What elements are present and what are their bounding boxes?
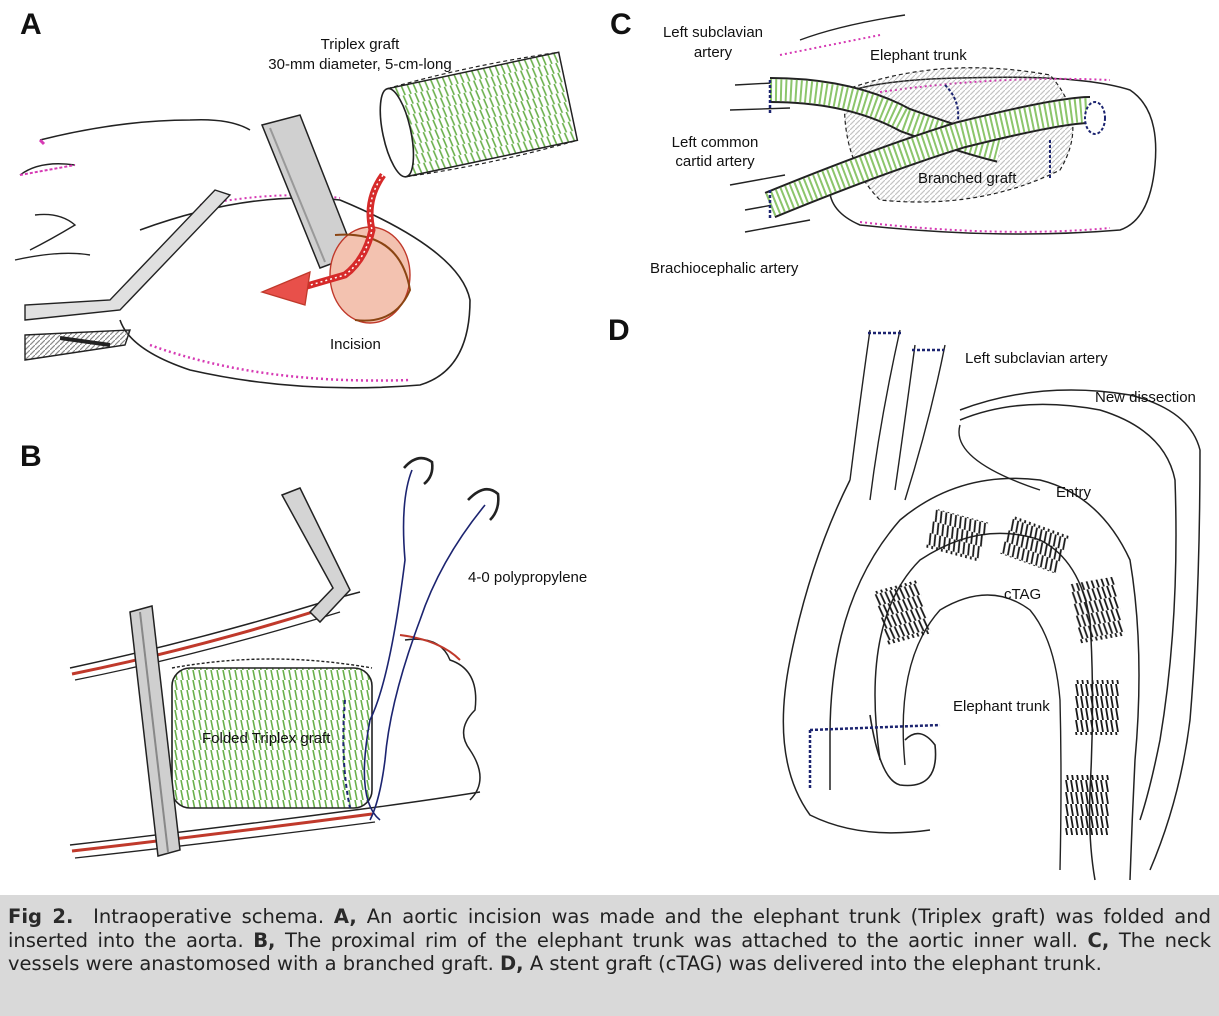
panel-a-letter: A (8, 2, 118, 70)
panel-b-drawing (70, 458, 498, 858)
figure-drawing (0, 0, 1219, 895)
caption-fig-label: Fig 2. (8, 905, 73, 928)
caption-b-text: The proximal rim of the elephant trunk w… (285, 929, 1078, 952)
panel-c-branched-graft-label: Branched graft (918, 170, 1016, 188)
panel-c-lcca-line1: Left common (660, 134, 770, 152)
figure-caption: Fig 2. Intraoperative schema. A, An aort… (0, 895, 1219, 1016)
panel-c-elephant-trunk-label: Elephant trunk (870, 47, 967, 65)
panel-c-letter: C (596, 2, 652, 68)
caption-c-letter: C, (1088, 929, 1110, 952)
panel-d-drawing (783, 330, 1200, 880)
panel-d-ctag-label: cTAG (1004, 586, 1041, 604)
panel-d-elephant-trunk-label: Elephant trunk (953, 698, 1050, 716)
panel-a-graft-label-line2: 30-mm diameter, 5-cm-long (245, 56, 475, 74)
caption-intro: Intraoperative schema. (93, 905, 324, 928)
caption-text: Fig 2. Intraoperative schema. A, An aort… (8, 905, 1211, 976)
panel-b-graft-label: Folded Triplex graft (202, 730, 330, 748)
panel-c-lsa-line2: artery (650, 44, 776, 62)
caption-b-letter: B, (253, 929, 275, 952)
panel-c-lcca-line2: cartid artery (660, 153, 770, 171)
panel-a-drawing (15, 49, 578, 388)
caption-d-text: A stent graft (cTAG) was delivered into … (530, 952, 1102, 975)
panel-b-suture-label: 4-0 polypropylene (468, 569, 587, 587)
caption-a-letter: A, (334, 905, 357, 928)
panel-c-lsa-line1: Left subclavian (650, 24, 776, 42)
panel-c-brachiocephalic-label: Brachiocephalic artery (650, 260, 798, 278)
panel-b-letter: B (8, 432, 78, 518)
figure: A B C D Triplex graft 30-mm diameter, 5-… (0, 0, 1219, 895)
panel-a-graft-label-line1: Triplex graft (245, 36, 475, 54)
panel-d-letter: D (576, 306, 642, 354)
panel-a-incision-label: Incision (330, 336, 381, 354)
panel-d-new-dissection-label: New dissection (1095, 389, 1196, 407)
caption-d-letter: D, (500, 952, 524, 975)
panel-d-entry-label: Entry (1056, 484, 1091, 502)
panel-d-lsa-label: Left subclavian artery (965, 350, 1108, 368)
